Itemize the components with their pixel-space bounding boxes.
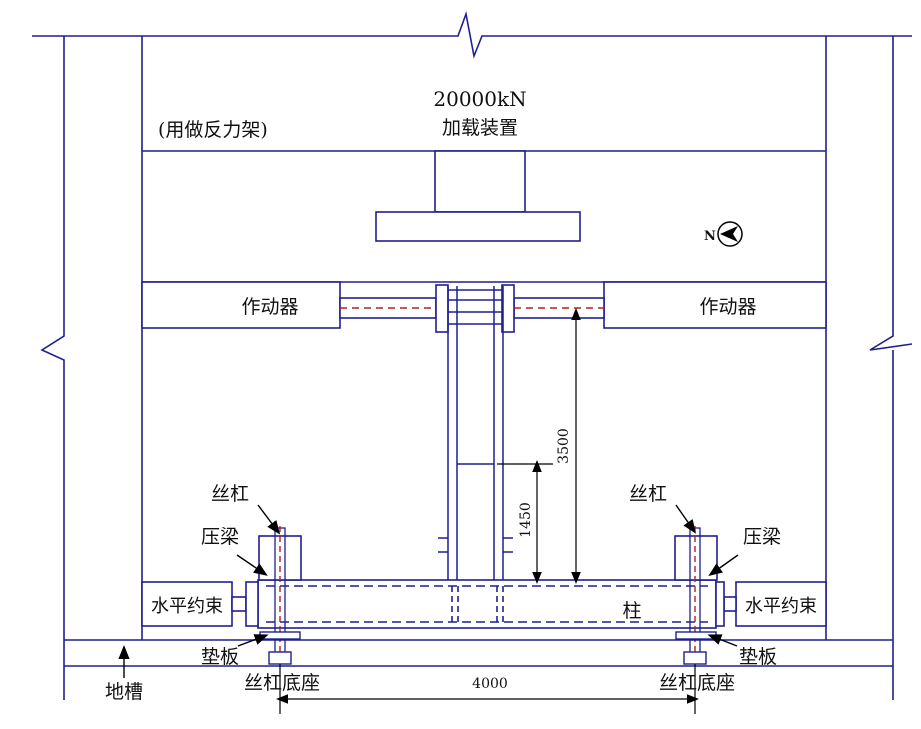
left-actuator-label: 作动器 bbox=[241, 296, 298, 318]
screw-base-label-right: 丝杠底座 bbox=[659, 672, 735, 694]
leader-arrows bbox=[118, 504, 739, 678]
pad-label-left: 垫板 bbox=[201, 646, 239, 668]
loading-capacity: 20000kN bbox=[433, 87, 526, 111]
right-actuator-body bbox=[603, 281, 827, 329]
pads bbox=[259, 631, 717, 640]
dimension-lines bbox=[276, 308, 699, 714]
column-label: 柱 bbox=[622, 600, 641, 622]
horizontal-restraints bbox=[141, 581, 827, 627]
horizontal-restraint-label-left: 水平约束 bbox=[151, 596, 223, 617]
screw-base-label-left: 丝杠底座 bbox=[244, 672, 320, 694]
loading-device bbox=[375, 150, 581, 242]
column-specimen bbox=[438, 286, 513, 580]
dimension-span: 4000 bbox=[472, 676, 508, 692]
right-actuator-label: 作动器 bbox=[699, 296, 756, 318]
dimension-height-partial: 1450 bbox=[518, 502, 534, 538]
pad-label-right: 垫板 bbox=[739, 646, 777, 668]
trench-floor bbox=[63, 639, 894, 700]
loading-device-label: 加载装置 bbox=[442, 117, 518, 139]
actuators bbox=[141, 281, 827, 333]
reaction-frame-note: (用做反力架) bbox=[158, 119, 268, 141]
press-beam-label-right: 压梁 bbox=[743, 526, 781, 548]
left-actuator-body bbox=[141, 281, 341, 329]
trench-label: 地槽 bbox=[105, 681, 143, 703]
dimension-height-total: 3500 bbox=[556, 428, 572, 464]
press-beam-label-left: 压梁 bbox=[201, 526, 239, 548]
screws bbox=[274, 526, 701, 657]
north-compass-icon bbox=[717, 221, 743, 247]
horizontal-restraint-label-right: 水平约束 bbox=[745, 596, 817, 617]
press-beams bbox=[258, 535, 718, 581]
screw-bases bbox=[268, 651, 707, 665]
screw-label-right: 丝杠 bbox=[629, 483, 667, 505]
compass-label: N bbox=[704, 229, 716, 244]
base-beam bbox=[257, 579, 717, 629]
screw-label-left: 丝杠 bbox=[211, 483, 249, 505]
